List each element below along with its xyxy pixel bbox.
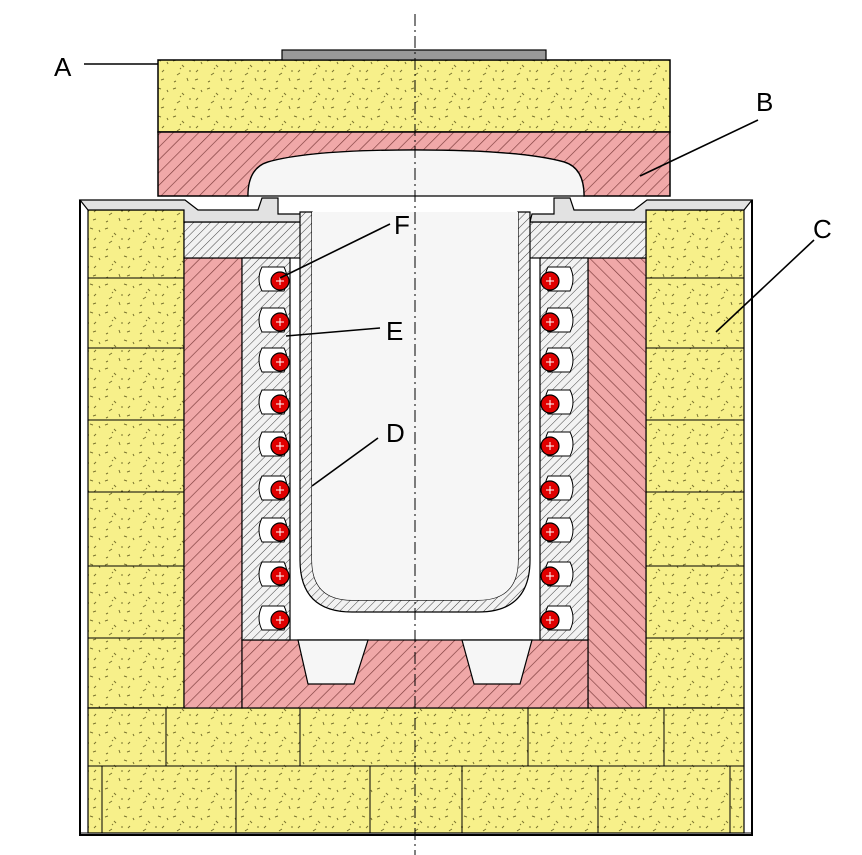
coil-turn-centre-mark bbox=[276, 442, 284, 450]
coil-turn-centre-mark bbox=[546, 486, 554, 494]
lid-insulation bbox=[157, 49, 671, 133]
label-c: C bbox=[813, 214, 832, 244]
label-f: F bbox=[394, 210, 410, 240]
lid-refractory bbox=[157, 131, 671, 197]
label-e: E bbox=[386, 316, 403, 346]
coil-turn-centre-mark bbox=[546, 528, 554, 536]
coil-turn-centre-mark bbox=[276, 616, 284, 624]
leader-line-d bbox=[311, 437, 379, 487]
coil-turn-centre-mark bbox=[546, 358, 554, 366]
label-d: D bbox=[386, 418, 405, 448]
coil-turn-centre-mark bbox=[546, 572, 554, 580]
coil-turn-centre-mark bbox=[276, 277, 284, 285]
label-b: B bbox=[756, 87, 773, 117]
top-ring-left bbox=[183, 221, 305, 259]
coil-turn-centre-mark bbox=[276, 400, 284, 408]
coil-turn-centre-mark bbox=[546, 318, 554, 326]
label-a: A bbox=[54, 52, 72, 82]
coil-turn-centre-mark bbox=[546, 442, 554, 450]
coil-turn-centre-mark bbox=[546, 277, 554, 285]
leader-lines bbox=[84, 63, 815, 487]
leader-line-b bbox=[639, 119, 759, 177]
leader-line-f bbox=[279, 223, 391, 279]
shell-top-flange bbox=[78, 197, 754, 223]
coil-turn-centre-mark bbox=[276, 358, 284, 366]
coil-turn-centre-mark bbox=[276, 486, 284, 494]
induction-coil-turns bbox=[258, 266, 574, 631]
coil-turn-centre-mark bbox=[546, 616, 554, 624]
insulation-floor bbox=[87, 707, 745, 834]
refractory-wall-right bbox=[587, 257, 647, 709]
leader-line-c bbox=[715, 239, 815, 333]
coil-turn-centre-mark bbox=[546, 400, 554, 408]
leader-line-e bbox=[285, 327, 381, 337]
insulation-wall-right bbox=[645, 209, 745, 709]
insulation-wall-left bbox=[87, 209, 185, 709]
refractory-wall-left bbox=[183, 257, 243, 709]
coil-turn-centre-mark bbox=[276, 572, 284, 580]
coil-turn-centre-mark bbox=[276, 318, 284, 326]
coil-turn-centre-mark bbox=[276, 528, 284, 536]
top-ring-right bbox=[527, 221, 647, 259]
